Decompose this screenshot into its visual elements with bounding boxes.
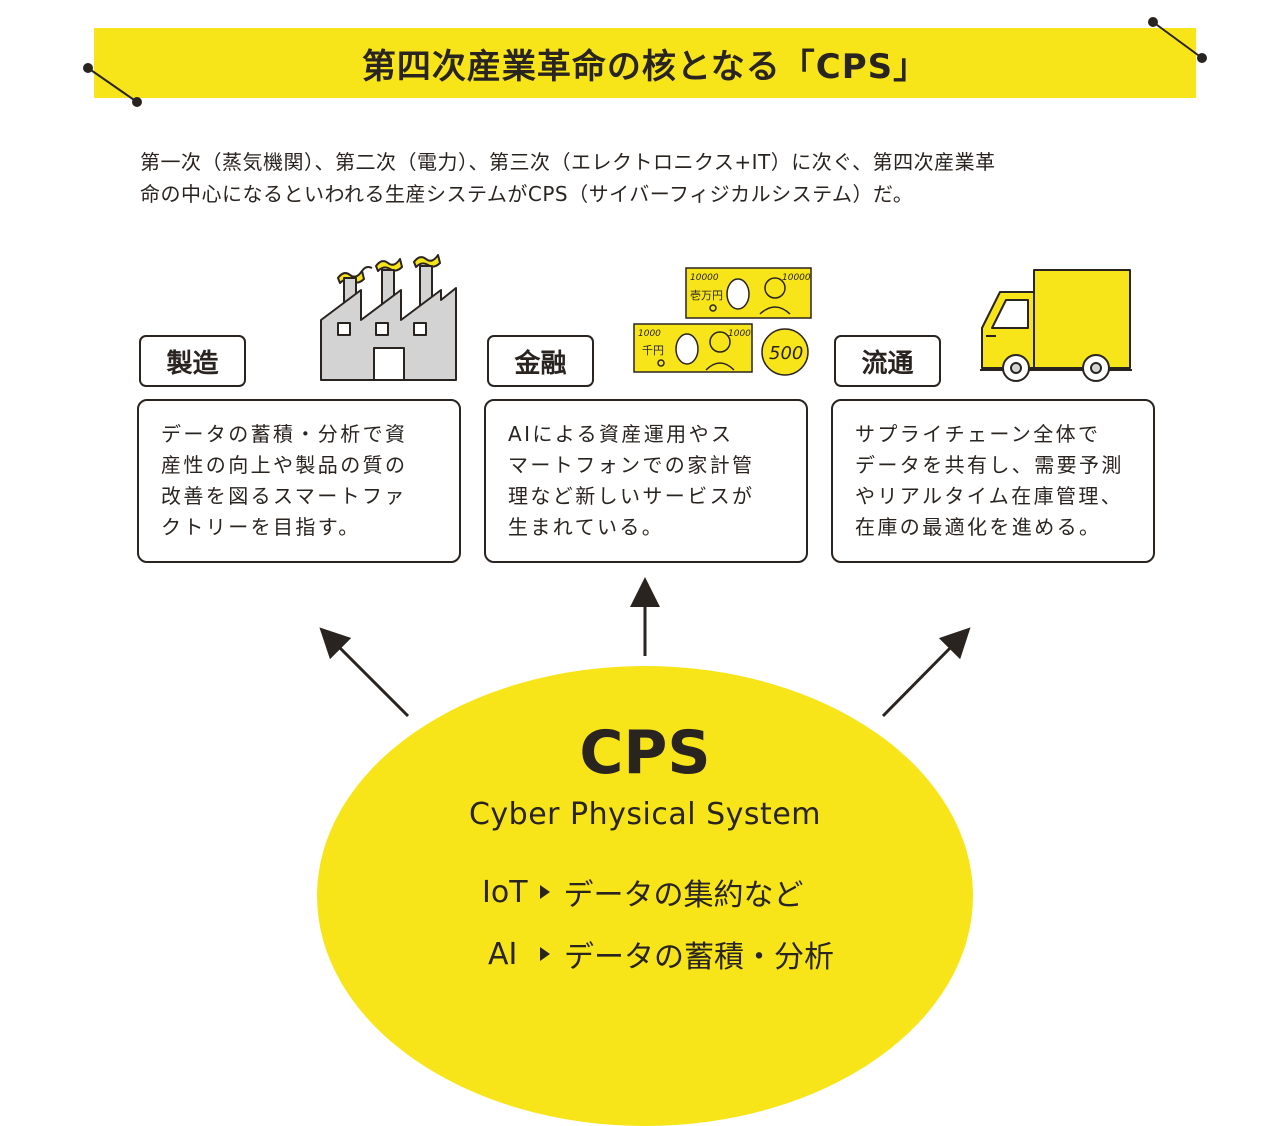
page-title: 第四次産業革命の核となる「CPS」: [361, 46, 929, 87]
cps-item-key: AI: [488, 936, 518, 972]
note-small-number: 1000: [638, 329, 661, 339]
description-line: クトリーを目指す。: [161, 515, 361, 539]
description-line: AIによる資産運用やス: [508, 422, 734, 446]
banner-decoration: [83, 17, 1207, 107]
description-line: データを共有し、需要予測: [855, 453, 1124, 477]
intro-text: 第一次（蒸気機関）、第二次（電力）、第三次（エレクトロニクス+IT）に次ぐ、第四…: [140, 146, 1200, 210]
description-line: 生まれている。: [508, 515, 665, 539]
note-small-number-right: 1000: [728, 329, 751, 339]
banknotes-icon: 10000 10000 壱万円 1000 1000 千円 500: [633, 267, 812, 376]
cps-item-ai: AI データの蓄積・分析: [488, 932, 834, 976]
note-large-number-right: 10000: [782, 273, 811, 283]
description-box-finance: AIによる資産運用やス マートフォンでの家計管 理など新しいサービスが 生まれて…: [484, 399, 808, 563]
note-large-number: 10000: [690, 273, 719, 283]
tag-finance: 金融: [487, 335, 594, 387]
arrow-to-manufacturing: [319, 627, 410, 718]
cps-item-key: IoT: [482, 874, 528, 910]
intro-line-2: 命の中心になるといわれる生産システムがCPS（サイバーフィジカルシステム）だ。: [140, 182, 914, 206]
tag-logistics: 流通: [834, 335, 941, 387]
intro-line-1: 第一次（蒸気機関）、第二次（電力）、第三次（エレクトロニクス+IT）に次ぐ、第四…: [140, 150, 996, 174]
cps-item-text: データの蓄積・分析: [564, 940, 834, 975]
description-line: マートフォンでの家計管: [508, 453, 755, 477]
cps-subtitle: Cyber Physical System: [468, 797, 821, 832]
coin-value: 500: [769, 343, 803, 364]
cps-item-iot: IoT データの集約など: [482, 870, 804, 914]
description-box-logistics: サプライチェーン全体で データを共有し、需要予測 やリアルタイム在庫管理、 在庫…: [831, 399, 1155, 563]
note-small-label: 千円: [642, 344, 664, 357]
triangle-bullet-icon: [540, 947, 550, 961]
cps-title: CPS: [579, 718, 711, 788]
cps-item-text: データの集約など: [563, 878, 804, 913]
description-line: やリアルタイム在庫管理、: [855, 484, 1124, 508]
tag-manufacturing: 製造: [139, 335, 246, 387]
title-banner: 第四次産業革命の核となる「CPS」: [94, 28, 1196, 98]
description-line: 改善を図るスマートファ: [161, 484, 407, 508]
note-large-label: 壱万円: [690, 288, 723, 302]
triangle-bullet-icon: [539, 885, 550, 899]
arrow-to-logistics: [881, 627, 971, 718]
description-line: 産性の向上や製品の質の: [161, 453, 408, 477]
description-box-manufacturing: データの蓄積・分析で資 産性の向上や製品の質の 改善を図るスマートファ クトリー…: [137, 399, 461, 563]
truck-icon: [980, 269, 1132, 382]
description-line: サプライチェーン全体で: [855, 422, 1101, 446]
description-line: データの蓄積・分析で資: [161, 422, 408, 446]
description-line: 在庫の最適化を進める。: [855, 515, 1102, 539]
description-line: 理など新しいサービスが: [508, 484, 755, 508]
factory-icon: [320, 254, 457, 381]
